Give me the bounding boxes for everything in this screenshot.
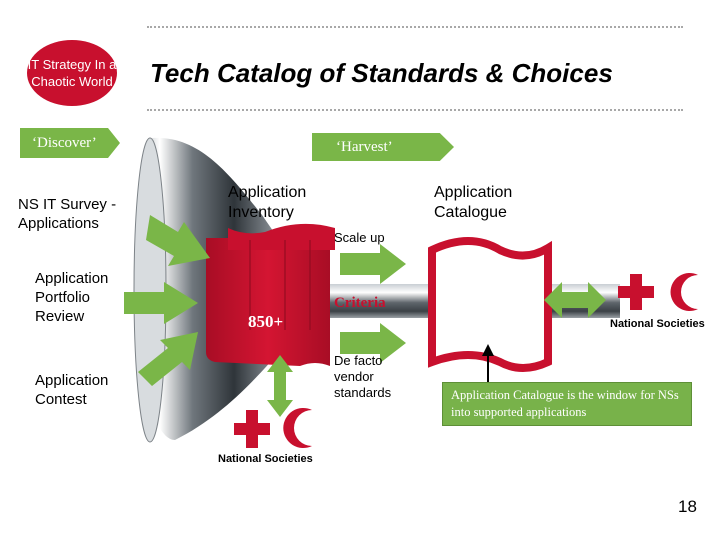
inventory-label: Application Inventory: [228, 184, 307, 221]
arrow-survey: [146, 215, 210, 266]
label-survey: NS IT Survey - Applications: [18, 196, 117, 232]
top-divider: [147, 26, 683, 28]
slide-title: Tech Catalog of Standards & Choices: [150, 58, 613, 88]
criteria-label: Criteria: [334, 295, 386, 311]
label-contest: Application Contest: [35, 372, 109, 408]
arrow-scale-up: [340, 244, 406, 284]
discover-tag: ‘Discover’: [20, 128, 120, 158]
arrow-defacto: [340, 323, 406, 363]
catalogue-note: Application Catalogue is the window for …: [442, 382, 692, 426]
red-cross-red-crescent-icon: [618, 273, 698, 311]
funnel-rim: [133, 137, 167, 443]
topic-badge-text: IT Strategy In a Chaotic World: [27, 57, 117, 89]
vertical-double-arrow: [267, 355, 293, 417]
header-divider: [147, 109, 683, 111]
arrow-contest: [138, 332, 198, 386]
topic-badge: IT Strategy In a Chaotic World: [27, 40, 117, 106]
catalogue-shape: [428, 237, 552, 372]
arrow-portfolio: [124, 282, 198, 324]
red-cross-red-crescent-icon: [234, 408, 312, 448]
harvest-tag: ‘Harvest’: [312, 133, 454, 161]
scale-up-label: Scale up: [334, 230, 385, 245]
horizontal-double-arrow: [544, 282, 606, 318]
inventory-count: 850+: [248, 312, 284, 331]
label-portfolio: Application Portfolio Review: [35, 270, 109, 325]
defacto-label: De facto vendor standards: [334, 353, 392, 400]
national-societies-bottom: National Societies: [218, 453, 313, 465]
catalogue-label: Application Catalogue: [434, 184, 513, 221]
note-pointer-head: [482, 344, 494, 356]
input-arrows: [124, 215, 210, 386]
page-number: 18: [678, 497, 697, 516]
national-societies-right: National Societies: [610, 318, 705, 330]
inventory-cylinders: [206, 223, 335, 366]
